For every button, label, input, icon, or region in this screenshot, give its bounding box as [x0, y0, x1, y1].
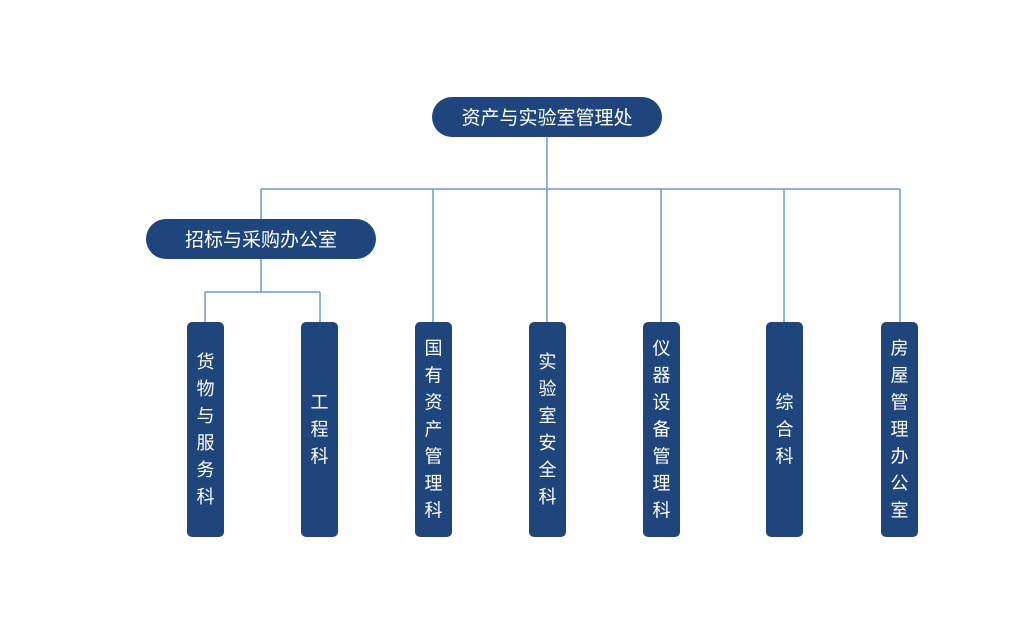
unit-general-label: 综合科: [776, 393, 794, 468]
root-node-label: 资产与实验室管理处: [461, 107, 632, 129]
unit-state-assets-label: 国有资产管理科: [425, 339, 443, 522]
unit-instrument-equipment: 仪器设备管理科: [643, 322, 680, 537]
unit-lab-safety: 实验室安全科: [529, 322, 566, 537]
unit-engineering-box: [301, 322, 338, 537]
unit-lab-safety-label: 实验室安全科: [539, 352, 557, 508]
unit-engineering: 工程科: [301, 322, 338, 537]
connectors: [204, 137, 901, 322]
unit-engineering-label: 工程科: [311, 393, 329, 468]
unit-housing-management-label: 房屋管理办公室: [891, 339, 909, 522]
procurement-office-box: [146, 219, 376, 259]
unit-instrument-equipment-box: [643, 322, 680, 537]
unit-lab-safety-box: [529, 322, 566, 537]
unit-general: 综合科: [766, 322, 803, 537]
unit-state-assets-box: [415, 322, 452, 537]
root-node: 资产与实验室管理处: [432, 97, 662, 137]
units: 货物与服务科 工程科 国有资产管理科 实验室安全科 仪器设备管理科 综合科 房屋…: [187, 322, 918, 537]
procurement-office-label: 招标与采购办公室: [185, 229, 337, 251]
unit-goods-services: 货物与服务科: [187, 322, 224, 537]
unit-goods-services-label: 货物与服务科: [197, 352, 215, 508]
unit-goods-services-box: [187, 322, 224, 537]
unit-state-assets: 国有资产管理科: [415, 322, 452, 537]
unit-general-box: [766, 322, 803, 537]
unit-housing-management: 房屋管理办公室: [881, 322, 918, 537]
unit-housing-management-box: [881, 322, 918, 537]
unit-instrument-equipment-label: 仪器设备管理科: [653, 339, 671, 522]
root-node-box: [432, 97, 662, 137]
procurement-office-node: 招标与采购办公室: [146, 219, 376, 259]
